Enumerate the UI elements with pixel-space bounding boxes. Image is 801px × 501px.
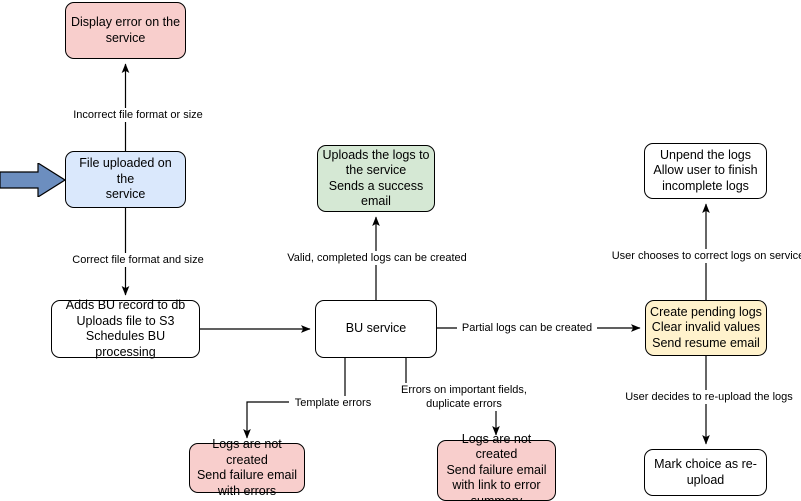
node-mark-choice-as-reupload[interactable]: Mark choice as re- upload bbox=[644, 449, 767, 496]
node-display-error[interactable]: Display error on the service bbox=[65, 2, 186, 59]
edge-label-correct-file-format: Correct file format and size bbox=[58, 253, 218, 267]
edge-label-partial-logs: Partial logs can be created bbox=[457, 321, 597, 335]
node-file-uploaded-on-service[interactable]: File uploaded on the service bbox=[65, 151, 186, 208]
edge-label-template-errors: Template errors bbox=[289, 396, 377, 410]
edge-label-valid-completed-logs: Valid, completed logs can be created bbox=[281, 251, 473, 265]
node-create-pending-logs[interactable]: Create pending logs Clear invalid values… bbox=[645, 300, 767, 356]
node-adds-bu-record[interactable]: Adds BU record to db Uploads file to S3 … bbox=[51, 298, 200, 359]
edge-label-user-decides-reupload: User decides to re-upload the logs bbox=[619, 390, 799, 404]
node-logs-not-created-error-summary[interactable]: Logs are not created Send failure email … bbox=[437, 432, 556, 501]
node-bu-service[interactable]: BU service bbox=[315, 300, 437, 358]
node-logs-not-created-template-errors[interactable]: Logs are not created Send failure email … bbox=[189, 437, 305, 498]
edge-label-incorrect-file-format: Incorrect file format or size bbox=[58, 108, 218, 122]
node-unpend-the-logs[interactable]: Unpend the logs Allow user to finish inc… bbox=[644, 143, 767, 199]
entry-arrow bbox=[0, 161, 67, 199]
node-uploads-logs-success[interactable]: Uploads the logs to the service Sends a … bbox=[317, 145, 435, 212]
edge-label-user-chooses-correct: User chooses to correct logs on service bbox=[608, 249, 801, 263]
edge-label-errors-important-fields: Errors on important fields, duplicate er… bbox=[393, 383, 535, 411]
